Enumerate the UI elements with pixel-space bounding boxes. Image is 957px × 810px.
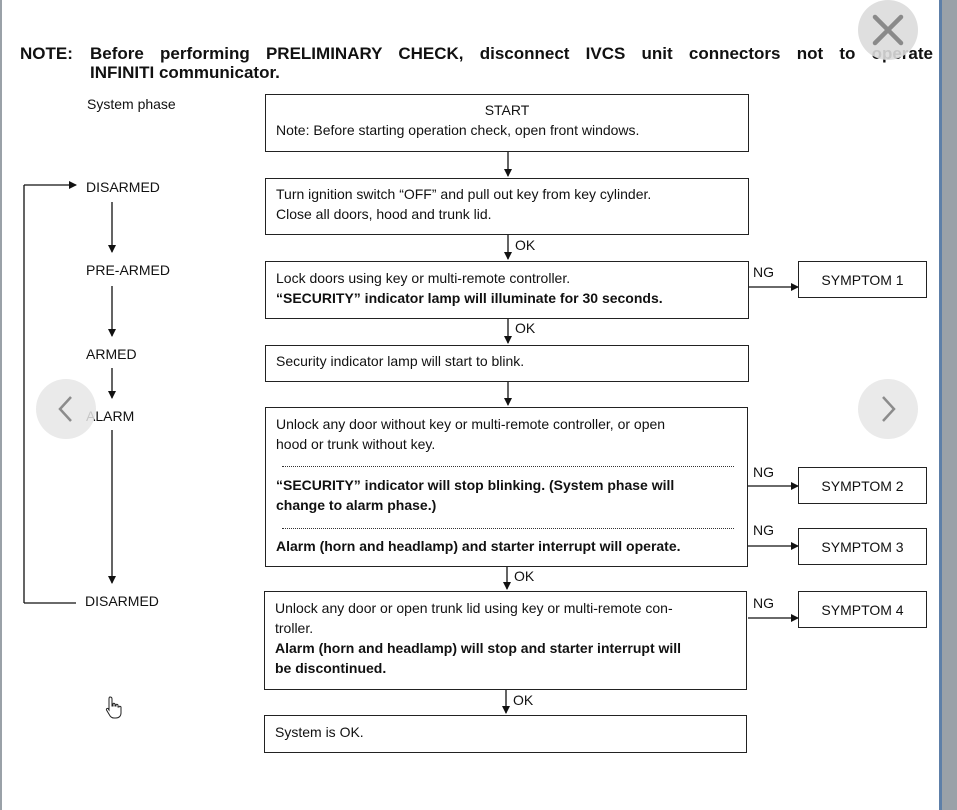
- step6-line1: System is OK.: [275, 724, 364, 740]
- start-box: START Note: Before starting operation ch…: [265, 94, 749, 152]
- note-line-1: Before performing PRELIMINARY CHECK, dis…: [90, 44, 933, 63]
- step-lock-doors: Lock doors using key or multi-remote con…: [265, 261, 749, 319]
- next-image-button[interactable]: [858, 379, 918, 439]
- step-ignition-off: Turn ignition switch “OFF” and pull out …: [265, 178, 749, 235]
- symptom-1-label: SYMPTOM 1: [821, 271, 904, 288]
- phase-disarmed-top: DISARMED: [86, 179, 160, 195]
- phase-pre-armed: PRE-ARMED: [86, 262, 171, 278]
- step2-line2: “SECURITY” indicator lamp will illuminat…: [276, 290, 663, 306]
- step5-line2: troller.: [275, 620, 314, 636]
- symptom-3-label: SYMPTOM 3: [821, 538, 904, 555]
- step4-line5: Alarm (horn and headlamp) and starter in…: [276, 538, 681, 554]
- phase-header: System phase: [87, 96, 176, 112]
- symptom-2-box: SYMPTOM 2: [798, 467, 927, 504]
- chevron-left-icon: [58, 396, 72, 422]
- step4-line2: hood or trunk without key.: [276, 436, 436, 452]
- ng-label-4: NG: [753, 595, 774, 611]
- chevron-right-icon: [882, 396, 896, 422]
- phase-disarmed-bottom: DISARMED: [85, 593, 159, 609]
- ok-label-3: OK: [514, 568, 535, 584]
- step1-line1: Turn ignition switch “OFF” and pull out …: [276, 186, 652, 202]
- start-title: START: [484, 102, 530, 118]
- ok-label-4: OK: [513, 692, 534, 708]
- step-disarm: Unlock any door or open trunk lid using …: [264, 591, 747, 690]
- step-system-ok: System is OK.: [264, 715, 747, 753]
- ok-label-2: OK: [515, 320, 536, 336]
- prev-image-button[interactable]: [36, 379, 96, 439]
- step5-line3: Alarm (horn and headlamp) will stop and …: [275, 640, 682, 656]
- phase-alarm: ALARM: [86, 408, 135, 424]
- symptom-4-label: SYMPTOM 4: [821, 601, 904, 618]
- step5-line1: Unlock any door or open trunk lid using …: [275, 600, 673, 616]
- symptom-3-box: SYMPTOM 3: [798, 528, 927, 565]
- ng-label-3: NG: [753, 522, 774, 538]
- step4-line3: “SECURITY” indicator will stop blinking.…: [276, 477, 675, 493]
- note-label: NOTE:: [20, 44, 73, 63]
- divider-2: [282, 528, 734, 529]
- start-note: Note: Before starting operation check, o…: [276, 122, 640, 138]
- step1-line2: Close all doors, hood and trunk lid.: [276, 206, 492, 222]
- step-lamp-blink: Security indicator lamp will start to bl…: [265, 345, 749, 382]
- step4-line1: Unlock any door without key or multi-rem…: [276, 416, 666, 432]
- viewer-right-scrollbar[interactable]: [939, 0, 957, 810]
- ok-label-1: OK: [515, 237, 536, 253]
- divider-1: [282, 466, 734, 467]
- step5-line4: be discontinued.: [275, 660, 387, 676]
- symptom-1-box: SYMPTOM 1: [798, 261, 927, 298]
- ng-label-1: NG: [753, 264, 774, 280]
- note-line-2: INFINITI communicator.: [90, 63, 280, 82]
- hand-pointer-icon: [105, 696, 122, 719]
- symptom-4-box: SYMPTOM 4: [798, 591, 927, 628]
- symptom-2-label: SYMPTOM 2: [821, 477, 904, 494]
- close-viewer-button[interactable]: [858, 0, 918, 60]
- step-unlock-alarm: Unlock any door without key or multi-rem…: [265, 407, 748, 567]
- step2-line1: Lock doors using key or multi-remote con…: [276, 270, 571, 286]
- step4-line4: change to alarm phase.): [276, 497, 437, 513]
- ng-label-2: NG: [753, 464, 774, 480]
- close-icon: [872, 14, 904, 46]
- viewer-left-edge: [0, 0, 2, 810]
- step3-line1: Security indicator lamp will start to bl…: [276, 353, 525, 369]
- phase-armed: ARMED: [86, 346, 137, 362]
